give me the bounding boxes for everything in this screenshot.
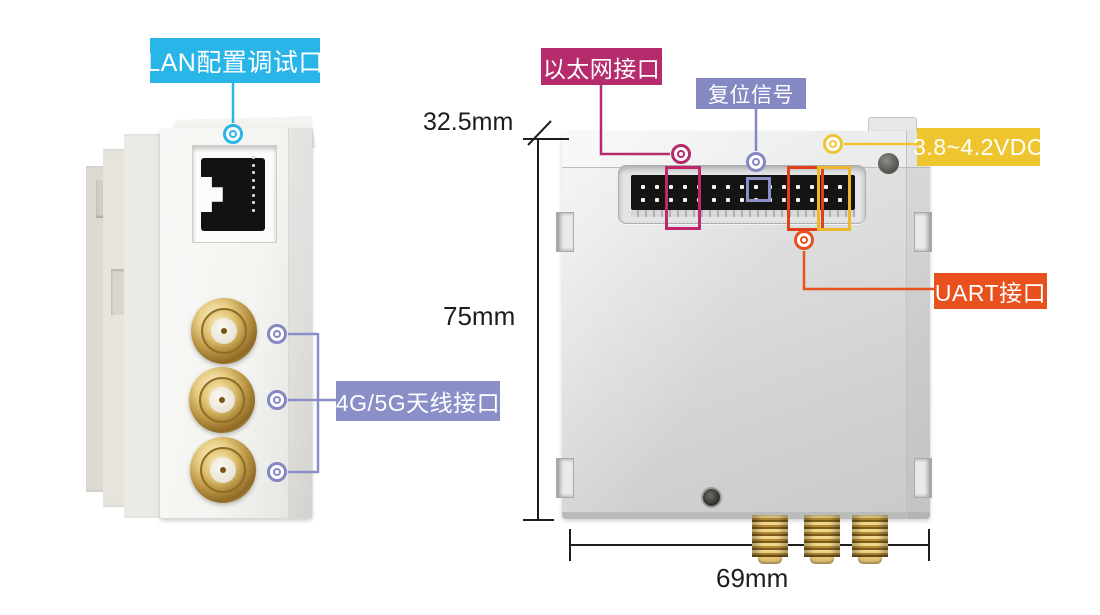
- header-pin: [641, 198, 645, 202]
- uart-pins-highlight: [787, 166, 824, 231]
- right-device-seam: [906, 131, 907, 519]
- side-clip-right-bottom: [914, 458, 932, 498]
- header-pin: [782, 185, 786, 189]
- bottom-antenna-connector-2: [804, 515, 840, 564]
- ethernet-label: 以太网接口: [541, 48, 662, 85]
- reset-pin-highlight: [746, 177, 771, 202]
- header-pin: [739, 185, 744, 189]
- side-clip-left-bottom: [556, 458, 574, 498]
- header-pin: [824, 185, 829, 189]
- dimension-depth: 32.5mm: [423, 108, 514, 136]
- header-pin: [838, 185, 843, 189]
- top-mount-tab: [868, 117, 917, 134]
- screw-hole: [701, 487, 722, 508]
- header-pin: [824, 198, 829, 202]
- uart-marker: [794, 230, 814, 250]
- header-pin: [810, 185, 815, 189]
- header-pin: [683, 185, 688, 189]
- side-clip-right-top: [914, 212, 932, 252]
- header-pin: [711, 198, 716, 202]
- header-pin: [782, 198, 786, 202]
- power-marker: [823, 134, 843, 154]
- header-pin: [725, 198, 730, 202]
- header-pin: [655, 185, 660, 189]
- header-pin: [641, 185, 645, 189]
- header-pin: [683, 198, 688, 202]
- pin-header-ribs: [631, 210, 855, 217]
- lan-port-label: LAN配置调试口: [146, 38, 323, 83]
- header-pin: [655, 198, 660, 202]
- header-pin: [796, 198, 801, 202]
- ethernet-marker: [671, 144, 691, 164]
- left-device-edge-bevel: [288, 128, 313, 518]
- header-pin: [810, 198, 815, 202]
- header-pin: [838, 198, 843, 202]
- header-pin: [796, 185, 801, 189]
- dimension-width: 69mm: [716, 563, 789, 593]
- power-label: 3.8~4.2VDC: [913, 128, 1043, 166]
- antenna-marker-2: [267, 390, 287, 410]
- reset-marker: [746, 152, 766, 172]
- antenna-connector-2: [189, 367, 255, 433]
- side-clip-left-top: [556, 212, 574, 252]
- bottom-antenna-connector-1: [752, 515, 788, 564]
- header-pin: [669, 185, 674, 189]
- header-pin: [753, 185, 758, 189]
- bottom-antenna-connector-3: [852, 515, 888, 564]
- antenna-marker-3: [267, 462, 287, 482]
- antenna-marker-1: [267, 324, 287, 344]
- antenna-connector-3: [190, 437, 256, 503]
- header-pin: [711, 185, 716, 189]
- header-pin: [725, 185, 730, 189]
- indicator-hole: [878, 153, 899, 174]
- antenna-connector-1: [191, 298, 257, 364]
- antenna-label: 4G/5G天线接口: [336, 381, 500, 421]
- power-pins-highlight: [817, 166, 851, 231]
- rj45-port: [192, 145, 277, 243]
- rj45-contacts: [252, 156, 256, 212]
- header-pin: [669, 198, 674, 202]
- reset-label: 复位信号: [696, 78, 806, 109]
- header-pin: [739, 198, 744, 202]
- uart-label: UART接口: [934, 273, 1047, 309]
- ethernet-pins-highlight: [665, 166, 701, 230]
- lan-port-marker: [223, 124, 243, 144]
- dimension-height: 75mm: [443, 301, 516, 331]
